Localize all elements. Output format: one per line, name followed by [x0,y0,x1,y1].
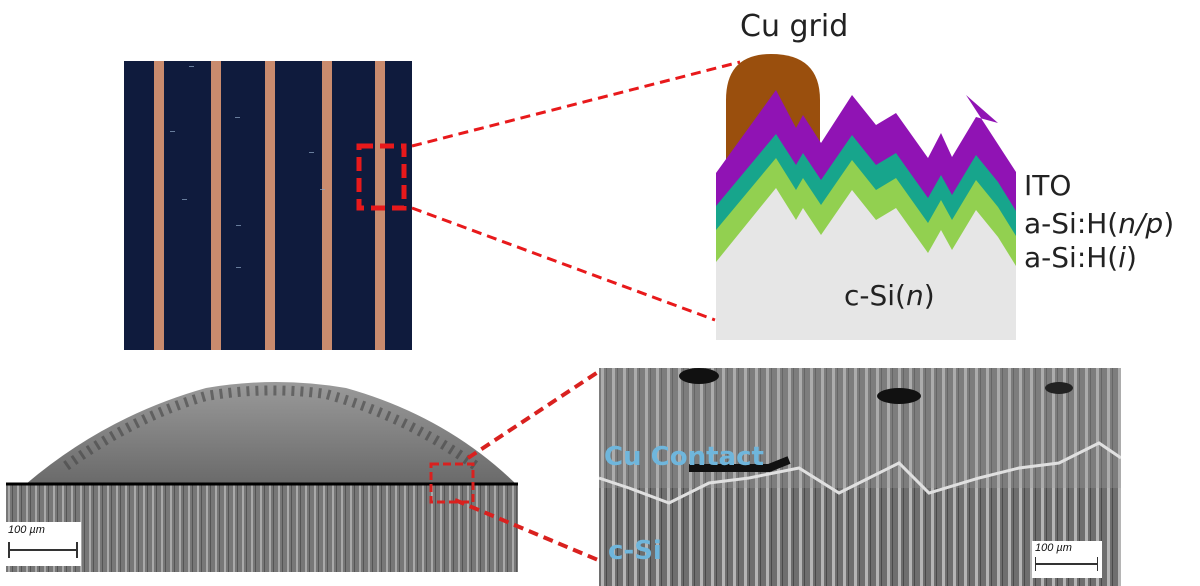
scale-bar-right: 100 µm [1032,541,1102,578]
cu-finger [211,61,221,350]
scale-bar-left-text: 100 µm [8,524,45,536]
cu-contact-label: Cu Contact [604,442,764,472]
highlight-box-sem [429,462,475,504]
scale-bar-left: 100 µm [6,522,81,566]
cu-grid-label: Cu grid [740,9,849,44]
csi-sem-label: c-Si [608,536,662,566]
cu-finger [265,61,275,350]
highlight-box-photo [356,143,407,211]
sem-left-image [6,382,518,572]
sem-connector-bottom [454,498,599,562]
layer-stack-schematic [716,54,1016,340]
connector-line-bottom [411,206,716,322]
connector-line-top [411,60,741,148]
asi-i-label: a-Si:H(i) [1024,241,1137,274]
sem-connector-top [466,370,600,460]
cu-finger [322,61,332,350]
asi-np-label: a-Si:H(n/p) [1024,207,1175,240]
cu-finger [154,61,164,350]
ito-label: ITO [1024,169,1072,202]
csi-label: c-Si(n) [844,279,935,312]
scale-bar-right-text: 100 µm [1035,542,1072,554]
